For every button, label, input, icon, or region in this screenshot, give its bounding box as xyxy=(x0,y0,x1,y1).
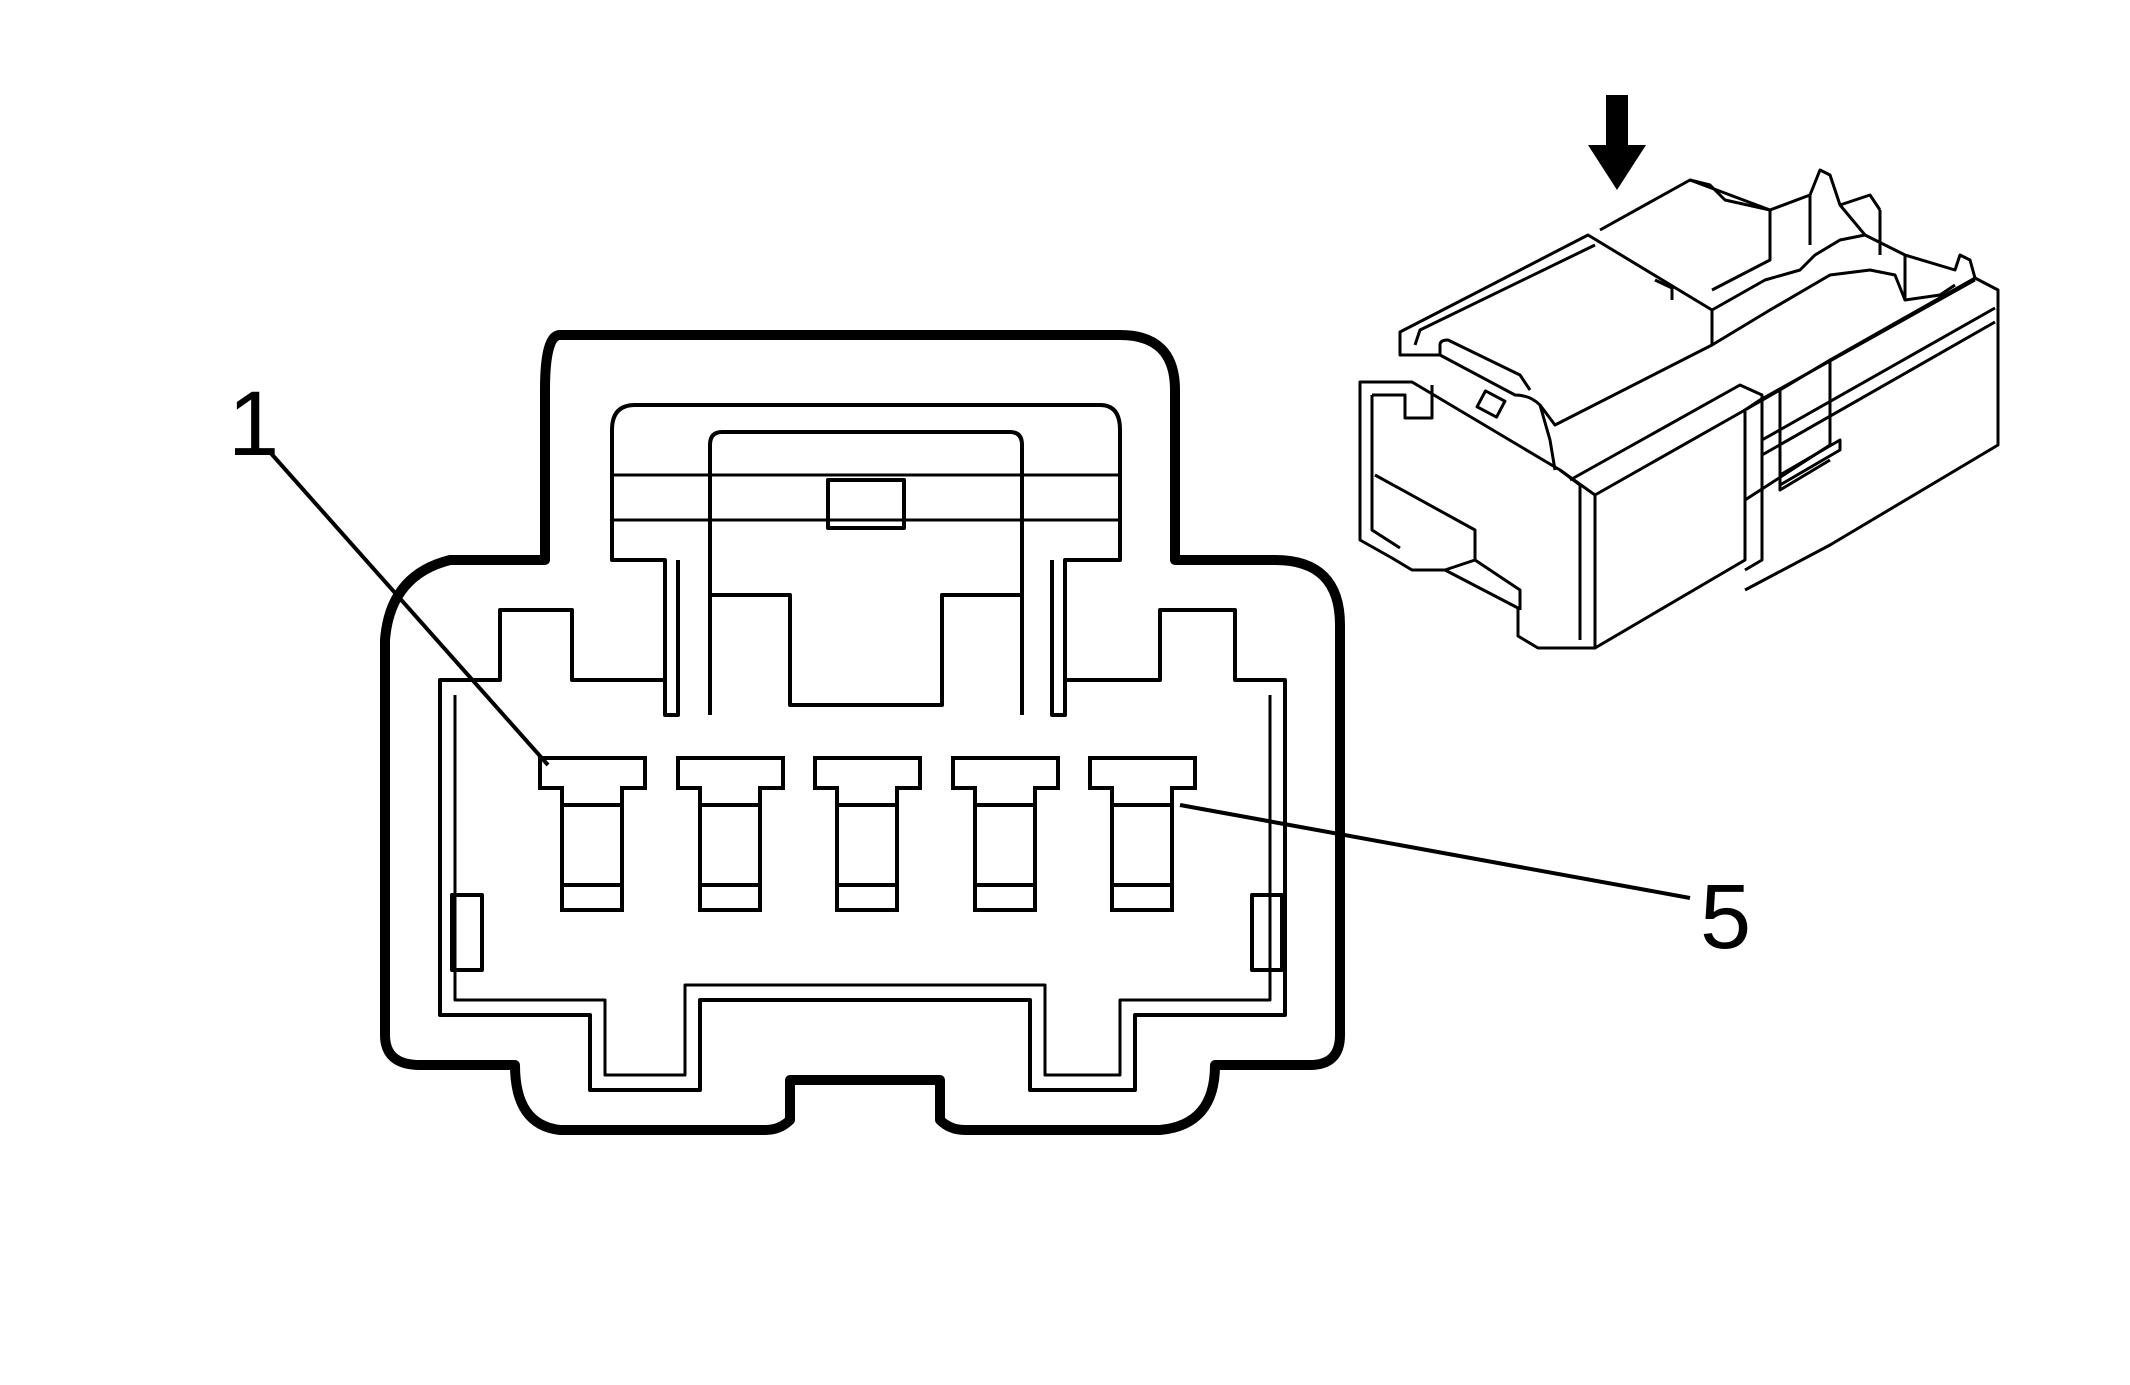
terminal-5 xyxy=(1088,756,1197,912)
terminal-row xyxy=(538,756,1197,912)
inner-cavity xyxy=(438,403,1287,1092)
callout-leader-1 xyxy=(266,448,550,767)
post-right xyxy=(1050,560,1067,717)
down-arrow-icon xyxy=(1588,95,1646,190)
rear-latch xyxy=(1599,168,1977,279)
callout-leader-5 xyxy=(1179,803,1691,900)
terminal-1 xyxy=(538,756,647,912)
side-key-left xyxy=(450,893,484,972)
pin-label-1: 1 xyxy=(228,373,279,475)
inner-cavity-offset xyxy=(453,695,1272,1077)
connector-isometric-view xyxy=(1358,168,2000,650)
side-key-right xyxy=(1250,893,1284,972)
post-left xyxy=(663,560,680,717)
latch xyxy=(708,430,1024,715)
pin-label-5: 5 xyxy=(1700,866,1751,968)
connector-face xyxy=(380,330,1345,1135)
rear-housing xyxy=(1594,408,1747,650)
terminal-4 xyxy=(951,756,1060,912)
latch-window xyxy=(826,478,906,530)
terminal-3 xyxy=(813,756,922,912)
latch-step xyxy=(710,593,1022,707)
terminal-2 xyxy=(676,756,785,912)
housing-outline xyxy=(380,330,1345,1135)
